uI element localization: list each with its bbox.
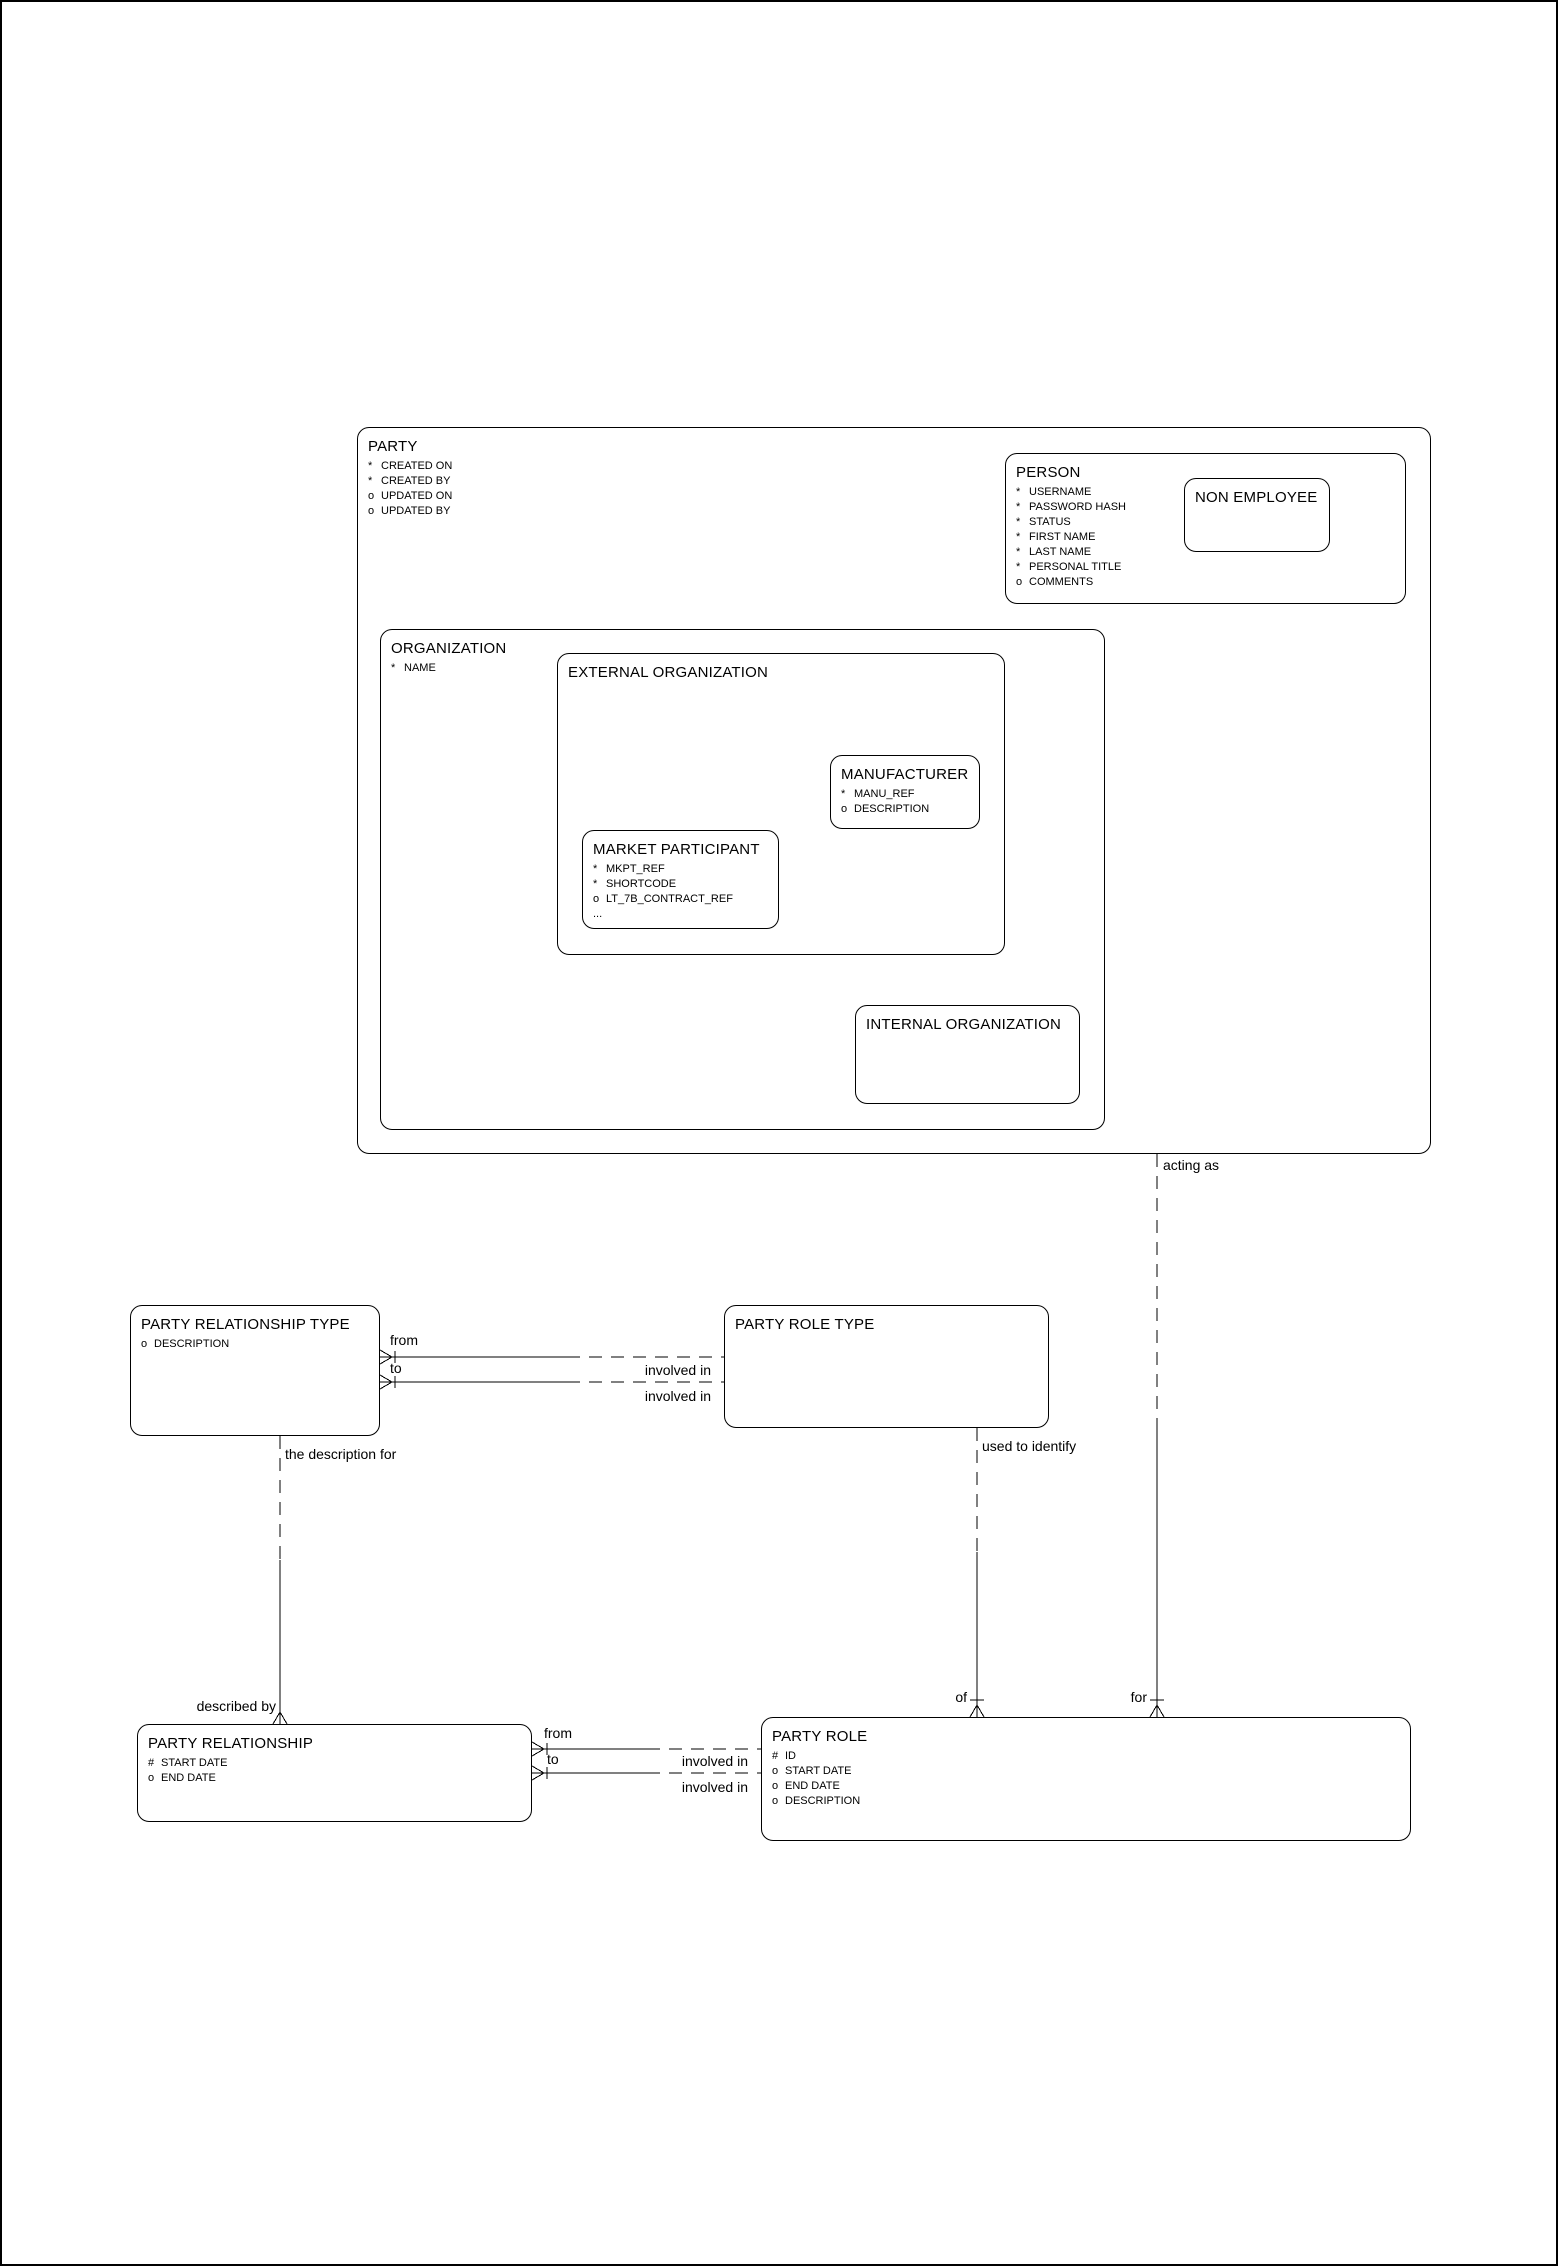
entity-title: PARTY ROLE TYPE	[735, 1316, 875, 1333]
attribute-row: *USERNAME	[1016, 486, 1092, 498]
crowsfoot-icon	[1149, 1699, 1165, 1718]
entity-title: MARKET PARTICIPANT	[593, 841, 760, 858]
crowsfoot-icon	[969, 1699, 985, 1718]
attribute-row: *MKPT_REF	[593, 863, 665, 875]
attribute-row: *FIRST NAME	[1016, 531, 1096, 543]
relationship-label-used-to-identify: used to identify	[982, 1438, 1077, 1454]
entity-internal-organization: INTERNAL ORGANIZATION	[855, 1005, 1080, 1104]
relationship-line-description	[272, 1436, 288, 1725]
crowsfoot-icon	[531, 1765, 548, 1781]
entity-title: MANUFACTURER	[841, 766, 969, 783]
attribute-row: *LAST NAME	[1016, 546, 1092, 558]
attribute-row: *MANU_REF	[841, 788, 915, 800]
crowsfoot-icon	[379, 1374, 396, 1390]
attribute-row: *NAME	[391, 662, 436, 674]
entity-title: PERSON	[1016, 464, 1081, 481]
entity-title: EXTERNAL ORGANIZATION	[568, 664, 769, 681]
relationship-label-described-by: described by	[196, 1698, 276, 1714]
relationship-line-acting-as	[1149, 1154, 1165, 1718]
attribute-row: *CREATED ON	[368, 460, 453, 472]
entity-title: NON EMPLOYEE	[1195, 489, 1318, 506]
relationship-label-involved-in: involved in	[644, 1362, 711, 1378]
entity-title: PARTY RELATIONSHIP	[148, 1735, 314, 1752]
entity-party-role-type: PARTY ROLE TYPE	[724, 1305, 1049, 1428]
attribute-row: #START DATE	[148, 1757, 228, 1769]
attribute-row: *PERSONAL TITLE	[1016, 561, 1122, 573]
entity-non-employee: NON EMPLOYEE	[1184, 478, 1330, 552]
relationship-label-involved-in: involved in	[681, 1753, 748, 1769]
relationship-label-to: to	[390, 1360, 402, 1376]
relationship-label-involved-in: involved in	[644, 1388, 711, 1404]
attribute-list: *USERNAME *PASSWORD HASH *STATUS *FIRST …	[1006, 482, 1405, 590]
relationship-label-acting-as: acting as	[1163, 1157, 1220, 1173]
attribute-row: *STATUS	[1016, 516, 1071, 528]
entity-title: ORGANIZATION	[391, 640, 507, 657]
attribute-row: ...	[593, 908, 603, 920]
entity-title: PARTY	[368, 438, 418, 455]
relationship-label-of: of	[955, 1689, 967, 1705]
attribute-row: *CREATED BY	[368, 475, 451, 487]
relationship-label-from: from	[390, 1332, 418, 1348]
relationship-line-identify	[969, 1428, 985, 1718]
crowsfoot-icon	[531, 1741, 548, 1757]
entity-market-participant: MARKET PARTICIPANT *MKPT_REF *SHORTCODE …	[582, 830, 779, 929]
entity-title: INTERNAL ORGANIZATION	[866, 1016, 1062, 1033]
attribute-row: *PASSWORD HASH	[1016, 501, 1126, 513]
relationship-label-from: from	[544, 1725, 572, 1741]
entity-title: PARTY RELATIONSHIP TYPE	[141, 1316, 350, 1333]
entity-title: PARTY ROLE	[772, 1728, 868, 1745]
attribute-row: *SHORTCODE	[593, 878, 677, 890]
relationship-label-involved-in: involved in	[681, 1779, 748, 1795]
relationship-label-for: for	[1130, 1689, 1147, 1705]
relationship-label-to: to	[547, 1751, 559, 1767]
attribute-list: *NAME	[381, 658, 1104, 676]
attribute-row: #ID	[772, 1750, 796, 1762]
relationship-label-the-description-for: the description for	[285, 1446, 397, 1462]
